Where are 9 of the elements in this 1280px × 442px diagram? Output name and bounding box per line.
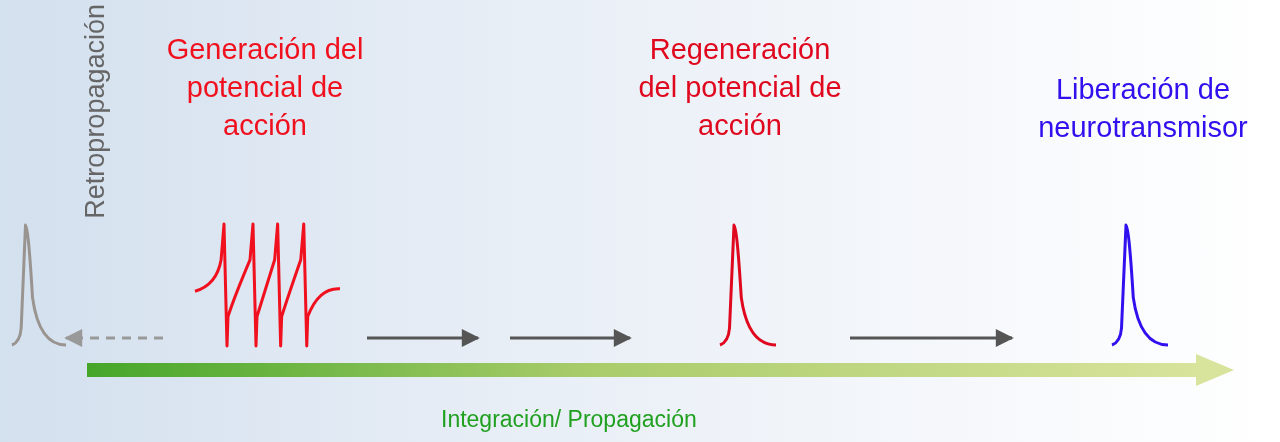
arrow xyxy=(850,329,1014,347)
heading-text: Liberación de neurotransmisor xyxy=(1037,72,1249,145)
heading-text: Regeneración del potencial de acción xyxy=(637,32,843,143)
heading-text: Generación del potencial de acción xyxy=(165,32,365,143)
arrow xyxy=(367,329,480,347)
arrow xyxy=(510,329,632,347)
axis-label: Integración/ Propagación xyxy=(441,406,697,433)
arrow xyxy=(64,329,163,347)
rotated-label: Retropropagación xyxy=(80,4,111,219)
